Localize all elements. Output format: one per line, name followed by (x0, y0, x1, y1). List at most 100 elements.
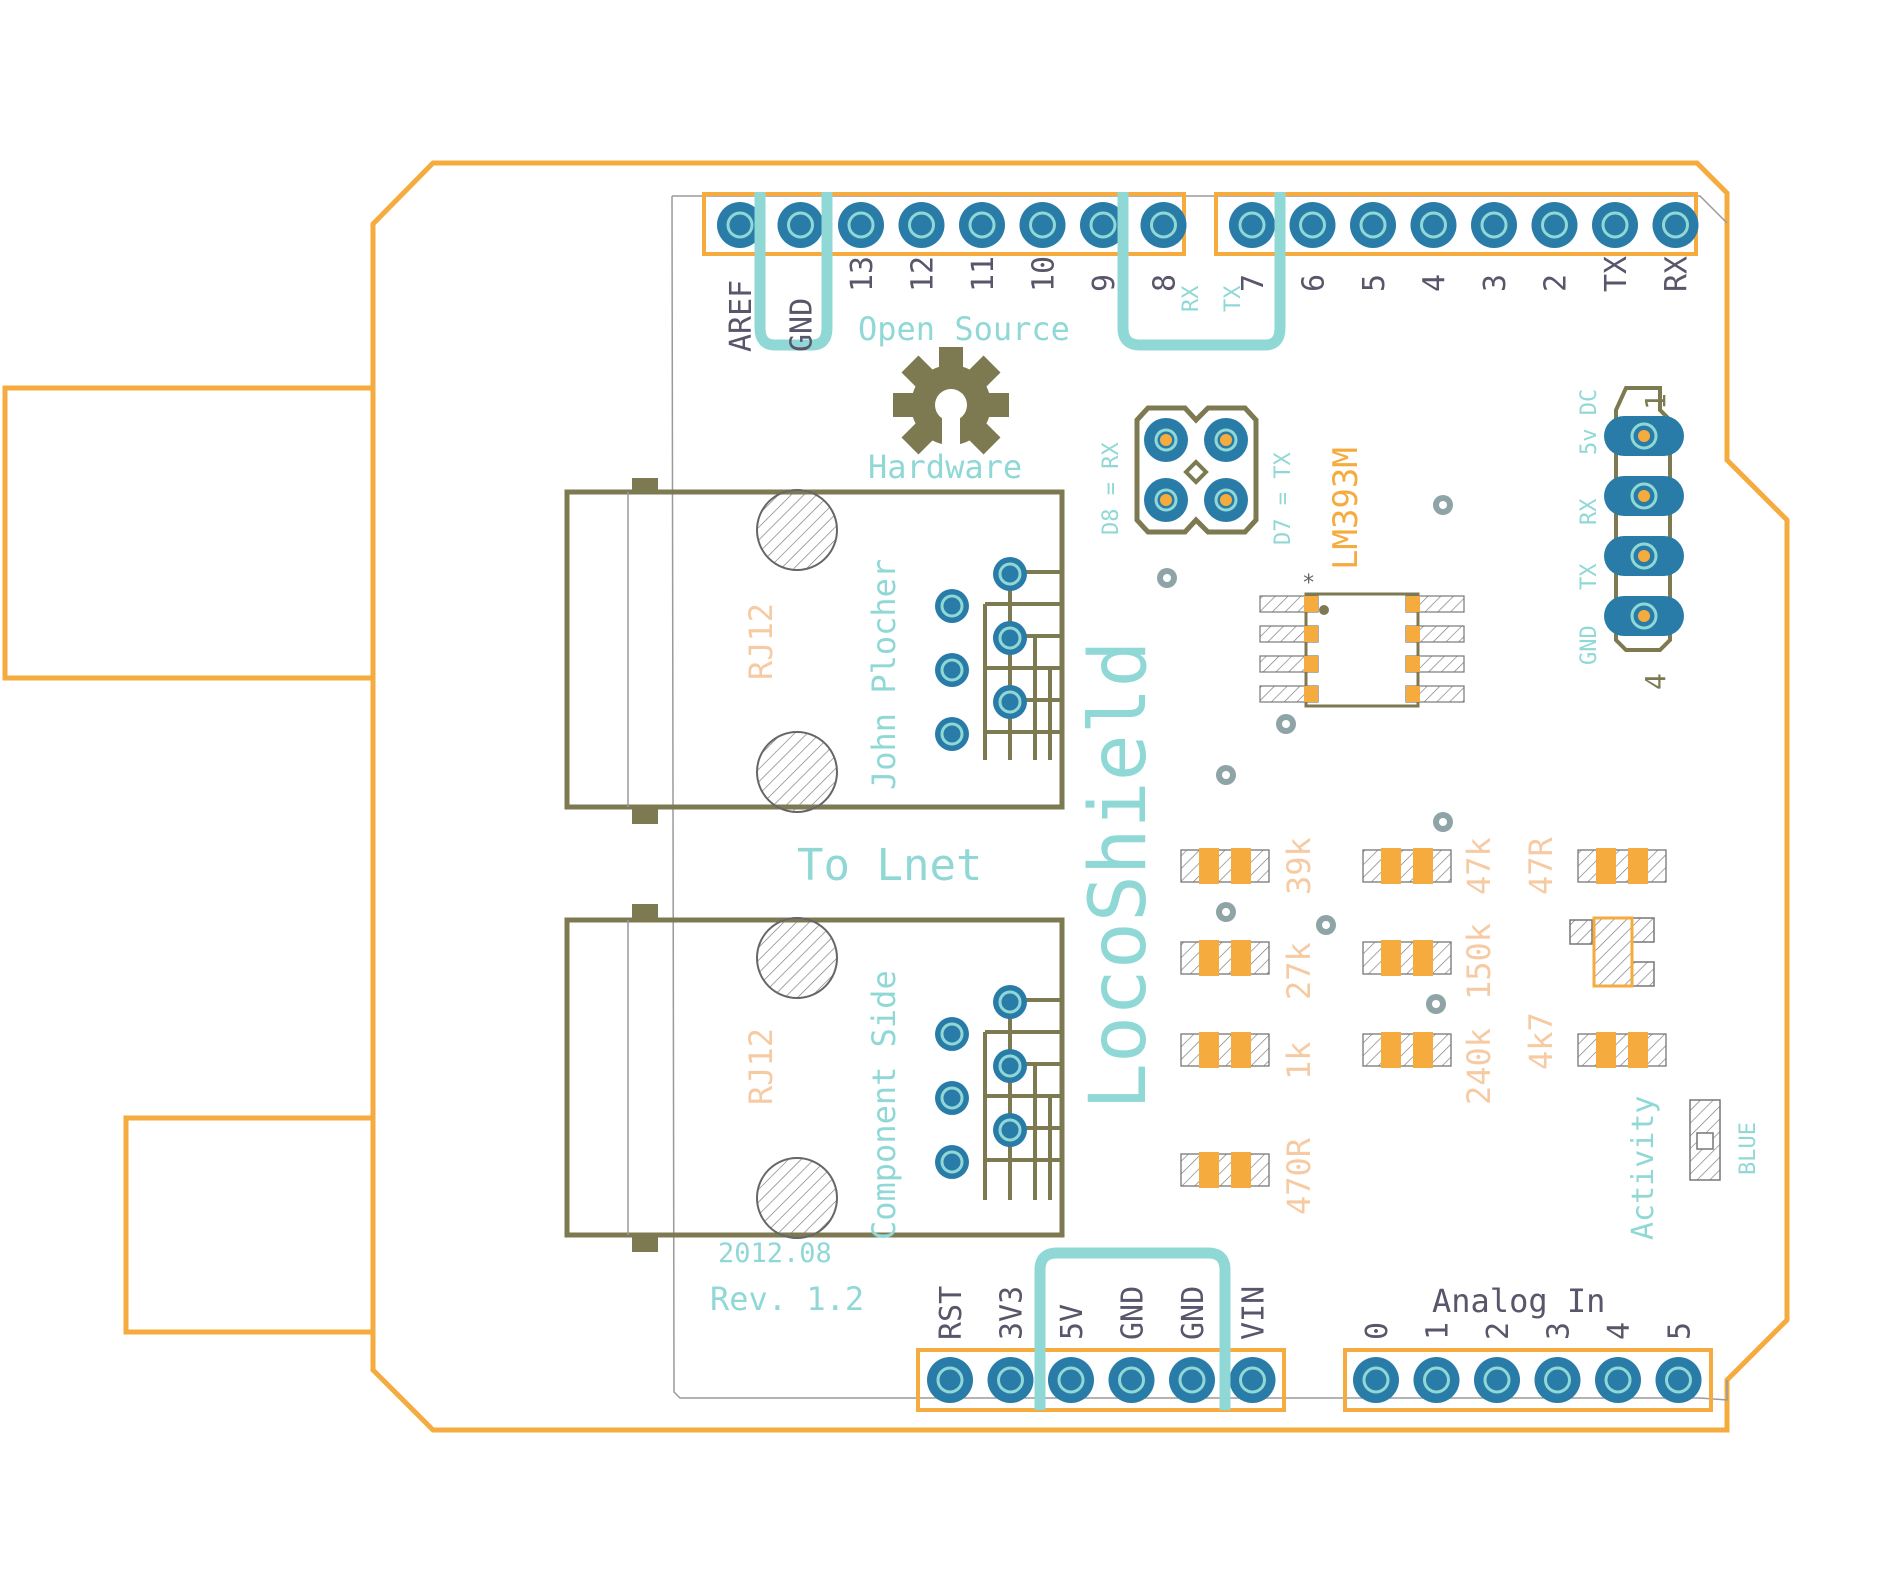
rj12-bottom-label: RJ12 (742, 1028, 780, 1105)
header-pad-d3 (1471, 202, 1517, 248)
jumper-pad-1 (1144, 418, 1188, 462)
header-pad-d2 (1531, 202, 1578, 248)
serial-pad-1 (1604, 416, 1684, 456)
oshw-line1: Open Source (858, 310, 1070, 348)
date-label: 2012.08 (718, 1238, 832, 1269)
resistor-150k-label: 150k (1460, 923, 1498, 1000)
header-pad-d5 (1350, 202, 1396, 248)
power-pad-gnd-4 (1169, 1357, 1215, 1403)
header-label-d5: 5 (1357, 274, 1392, 292)
jumper-pad-4 (1204, 478, 1248, 522)
5v-gnd-trace (1034, 1247, 1231, 1410)
rj-bot-pads-pin-6 (935, 1145, 969, 1179)
analog-pad-a1 (1413, 1357, 1460, 1403)
header-pad-11 (959, 202, 1005, 248)
serial-label-tx: TX (1577, 563, 1602, 590)
resistor-27k-label: 27k (1280, 942, 1318, 1000)
header-label-drx: RX (1660, 256, 1695, 292)
power-jack-outline (123, 1115, 376, 1335)
header-pad-10 (1019, 202, 1066, 248)
rj-bot-pads-pin-4 (935, 1081, 969, 1115)
analog-pad-a4 (1595, 1357, 1641, 1403)
gnd-trace (754, 192, 833, 351)
author-label: John Plocher (865, 559, 903, 790)
resistor-470r-label: 470R (1280, 1137, 1318, 1215)
revision-label: Rev. 1.2 (710, 1280, 864, 1318)
header-top-pads (717, 202, 1699, 248)
serial-pad-4 (1604, 596, 1684, 636)
jumper-label-right: D7 = TX (1271, 452, 1296, 545)
power-pad-gnd-3 (1108, 1357, 1155, 1403)
power-label-rst-0: RST (934, 1286, 969, 1340)
via-7 (1433, 812, 1453, 832)
resistor-1 (1180, 848, 1270, 884)
header-power-outline (916, 1348, 1286, 1412)
lm393-ic-footprint (1259, 592, 1465, 708)
resistor-240k-label: 240k (1460, 1028, 1498, 1105)
serial-pad-3 (1604, 536, 1684, 576)
serial-label-gnd: GND (1577, 625, 1602, 665)
vias (1157, 495, 1453, 1014)
oshw-gear-icon (893, 347, 1009, 455)
resistor-2 (1180, 940, 1270, 976)
rj-bot-pads-pin-5 (993, 1113, 1027, 1147)
serial-pin4-label: 4 (1639, 673, 1672, 690)
analog-label-a0: 0 (1360, 1322, 1395, 1340)
header-pad-12 (898, 202, 945, 248)
resistor-4k7-label: 4k7 (1522, 1012, 1560, 1070)
resistor-4 (1180, 1152, 1270, 1188)
header-label-d2: 2 (1539, 274, 1574, 292)
resistor-8 (1577, 848, 1667, 884)
header-label-10: 10 (1027, 256, 1062, 292)
rx-tx-trace (1117, 192, 1286, 351)
via-4 (1433, 495, 1453, 515)
analog-in-title: Analog In (1432, 1282, 1605, 1320)
header-label-gnd: GND (785, 298, 820, 352)
header-pad-13 (838, 202, 884, 248)
rj-top-pads-pin-5 (993, 685, 1027, 719)
serial-label-5v: 5v DC (1577, 389, 1602, 455)
led-color-label: BLUE (1736, 1122, 1761, 1175)
header-label-d7: 7 (1236, 274, 1271, 292)
header-label-9: 9 (1087, 274, 1122, 292)
header-label-d4: 4 (1418, 274, 1453, 292)
serial-header (1604, 386, 1684, 652)
resistor-9 (1577, 1032, 1667, 1068)
serial-pad-2 (1604, 476, 1684, 516)
analog-label-a2: 2 (1481, 1322, 1516, 1340)
resistor-47k-label: 47k (1460, 837, 1498, 895)
via-8 (1426, 994, 1446, 1014)
jumper-pad-3 (1144, 478, 1188, 522)
board-title: LocoShield (1074, 640, 1164, 1110)
power-label-gnd-4: GND (1176, 1286, 1211, 1340)
header-label-aref: AREF (724, 280, 759, 352)
header-pad-dtx (1592, 202, 1638, 248)
subtitle-to-lnet: To Lnet (797, 840, 982, 891)
analog-pad-a5 (1655, 1357, 1702, 1403)
power-pad-vin-5 (1229, 1357, 1276, 1403)
header-label-11: 11 (966, 256, 1001, 292)
via-3 (1216, 765, 1236, 785)
ic-name-label: LM393M (1326, 447, 1366, 570)
usb-connector-outline (2, 385, 376, 681)
header-pad-gnd (777, 202, 824, 248)
resistor-footprints (1180, 848, 1667, 1188)
header-pad-9 (1080, 202, 1126, 248)
header-bottom-pads (927, 1357, 1702, 1403)
resistor-39k-label: 39k (1280, 837, 1318, 895)
rx-tx-jumper (1134, 405, 1259, 535)
rx-note-label: RX (1179, 285, 1204, 312)
component-side-label: Component Side (865, 970, 903, 1240)
resistor-5 (1362, 848, 1452, 884)
rj-top-pads-pin-3 (993, 621, 1027, 655)
power-pad-5v-2 (1048, 1357, 1094, 1403)
rj-bot-pads-pin-3 (993, 1049, 1027, 1083)
power-label-3v3-1: 3V3 (995, 1286, 1030, 1340)
header-label-d6: 6 (1297, 274, 1332, 292)
resistor-6 (1362, 940, 1452, 976)
analog-pad-a0 (1353, 1357, 1399, 1403)
serial-pin1-label: 1 (1639, 393, 1672, 410)
